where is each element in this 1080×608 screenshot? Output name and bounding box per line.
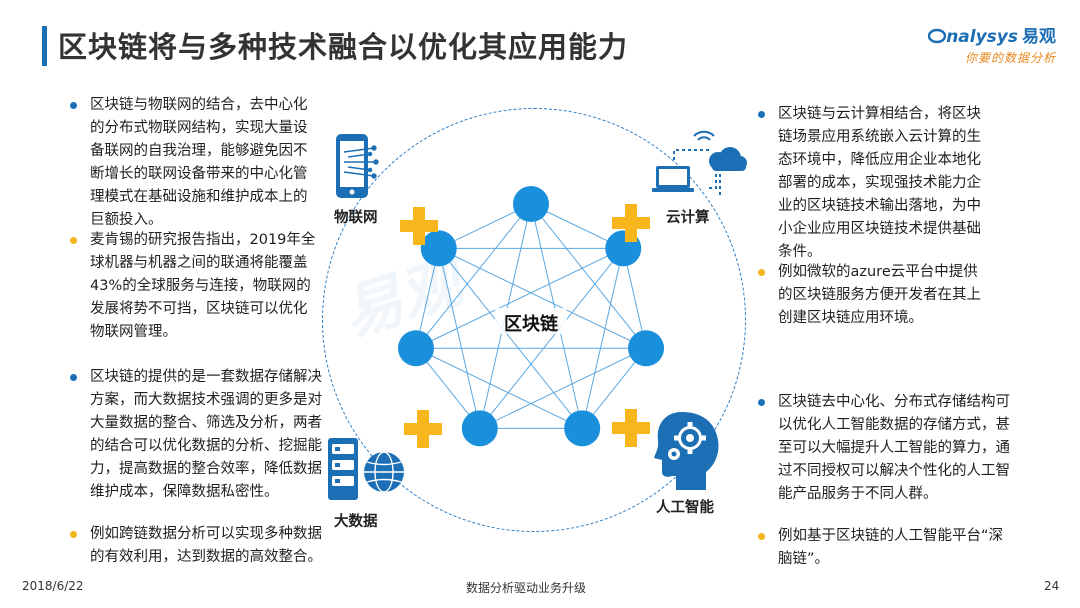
server-globe-icon (328, 438, 404, 500)
smartphone-circuit-icon (336, 134, 379, 198)
dashed-ring (322, 108, 746, 532)
page-title: 区块链将与多种技术融合以优化其应用能力 (58, 30, 629, 64)
iot-label: 物联网 (334, 210, 378, 226)
iot-paragraph-2: 麦肯锡的研究报告指出，2019年全球机器与机器之间的联通将能覆盖43%的全球服务… (64, 229, 320, 344)
plus-icon-iot (400, 207, 438, 245)
plus-icon-ai (612, 409, 650, 447)
page-number: 24 (1044, 579, 1060, 593)
footer-slogan: 数据分析驱动业务升级 (466, 581, 587, 595)
logo-tagline: 你要的数据分析 (964, 51, 1056, 65)
bigdata-paragraph-2: 例如跨链数据分析可以实现多种数据的有效利用，达到数据的高效整合。 (64, 523, 326, 569)
laptop-cloud-icon (652, 130, 747, 198)
ai-paragraph-1: 区块链去中心化、分布式存储结构可以优化人工智能数据的存储方式，甚至可以大幅提升人… (752, 391, 1010, 506)
bigdata-label: 大数据 (334, 514, 378, 530)
footer-date: 2018/6/22 (22, 579, 84, 593)
plus-icon-bigdata (404, 410, 442, 448)
cloud-paragraph-2: 例如微软的azure云平台中提供的区块链服务方便开发者在其上创建区块链应用环境。 (752, 261, 988, 330)
head-gear-icon (654, 412, 719, 490)
ai-label: 人工智能 (656, 500, 714, 516)
cloud-label: 云计算 (666, 210, 710, 226)
logo-cn: 易观 (1022, 27, 1056, 47)
cloud-paragraph-1: 区块链与云计算相结合，将区块链场景应用系统嵌入云计算的生态环境中，降低应用企业本… (752, 103, 988, 264)
bigdata-paragraph-1: 区块链的提供的是一套数据存储解决方案，而大数据技术强调的更多是对大量数据的整合、… (64, 366, 326, 504)
logo-swirl-icon (927, 28, 947, 44)
plus-icon-cloud (612, 204, 650, 242)
iot-paragraph-1: 区块链与物联网的结合，去中心化的分布式物联网结构，实现大量设备联网的自我治理，能… (64, 94, 320, 232)
ai-paragraph-2: 例如基于区块链的人工智能平台“深脑链”。 (752, 525, 1010, 571)
title-accent-bar (42, 26, 47, 66)
logo-text: nalysys (946, 27, 1018, 47)
